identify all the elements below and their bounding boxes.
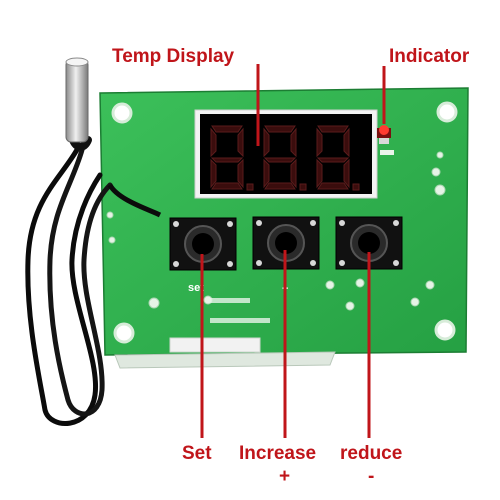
indicator-led: [377, 125, 391, 144]
temperature-probe: [25, 57, 162, 426]
seven-segment-display: [194, 109, 378, 199]
temperature-probe-icon: [65, 59, 89, 143]
reduce-symbol: -: [368, 466, 374, 487]
reduce-tactile-button: [335, 216, 403, 270]
set-label: Set: [182, 443, 212, 464]
seven-segment-display-icon: [210, 125, 360, 191]
increase-symbol: +: [279, 466, 290, 487]
reduce-label: reduce: [340, 443, 402, 464]
temp-display-label: Temp Display: [112, 46, 235, 67]
silkscreen-set: set: [188, 282, 204, 294]
indicator-led-icon: [379, 125, 389, 135]
callout-lines: [200, 64, 386, 438]
increase-label: Increase: [239, 443, 316, 464]
indicator-label: Indicator: [389, 46, 470, 67]
